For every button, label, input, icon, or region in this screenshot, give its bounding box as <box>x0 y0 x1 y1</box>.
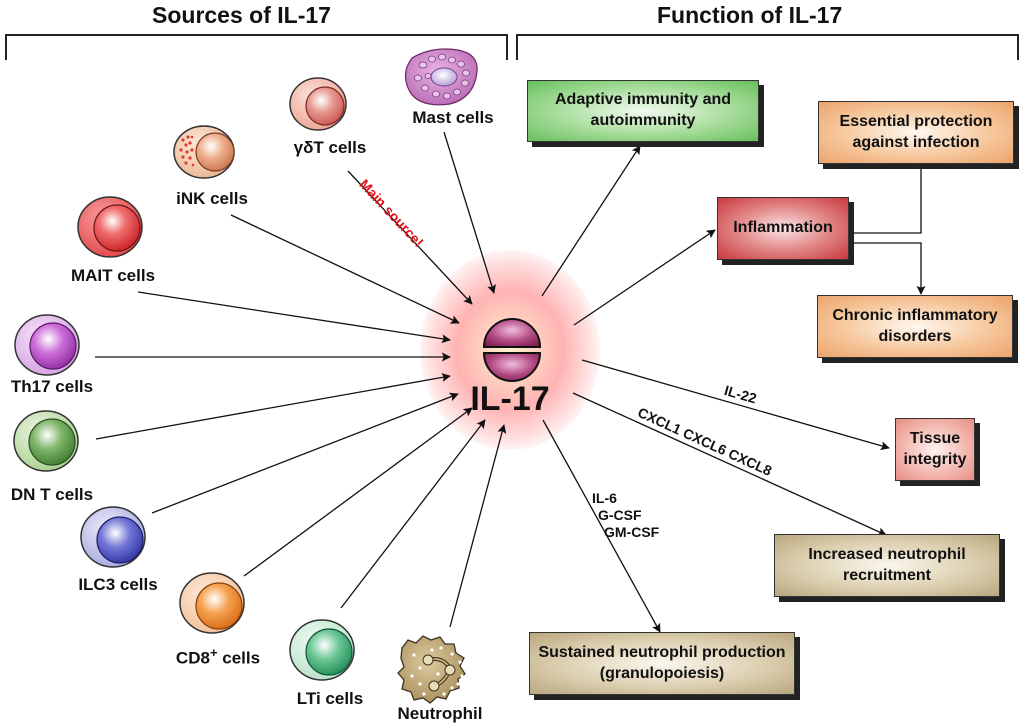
sources-bracket <box>5 34 508 60</box>
arrow-mait <box>137 291 451 344</box>
arrow-ilc3 <box>151 392 459 514</box>
arrow-cd8 <box>243 407 473 577</box>
arrow-ink <box>230 214 460 324</box>
mait-cell-icon <box>77 196 143 258</box>
dn-t-cell-icon <box>13 410 79 472</box>
mait-cells-label: MAIT cells <box>70 266 156 285</box>
arrow-lti <box>340 419 486 609</box>
function-bracket <box>516 34 1019 60</box>
arrow-mast <box>443 131 496 294</box>
il17-molecule-icon <box>482 318 542 382</box>
arrow-inflammation <box>573 229 716 326</box>
function-title: Function of IL-17 <box>657 2 843 28</box>
gdt-cells-label: γδT cells <box>293 138 367 157</box>
lti-cells-label: LTi cells <box>296 689 364 708</box>
arrow-gdt <box>347 170 473 305</box>
arrow-tissue <box>581 359 890 451</box>
dnt-cells-label: DN T cells <box>10 485 94 504</box>
il17-center-label: IL-17 <box>470 380 550 418</box>
box-chronic-disorders: Chronic inflammatory disorders <box>817 295 1013 358</box>
box-neutrophil-recruitment: Increased neutrophil recruitment <box>774 534 1000 597</box>
il6-label: IL-6 <box>592 490 617 506</box>
box-adaptive-immunity: Adaptive immunity and autoimmunity <box>527 80 759 142</box>
cytokine-labels: IL-6 G-CSF GM-CSF <box>592 490 659 541</box>
box-granulopoiesis: Sustained neutrophil production (granulo… <box>529 632 795 695</box>
box-tissue-integrity: Tissue integrity <box>895 418 975 481</box>
cd8-label-sup: + <box>209 645 218 660</box>
sources-title: Sources of IL-17 <box>152 2 331 28</box>
arrow-protection <box>851 159 926 234</box>
source-arrows <box>95 131 507 628</box>
arrow-recruitment <box>572 392 887 536</box>
gmcsf-label: GM-CSF <box>604 524 660 540</box>
ink-cell-icon <box>173 125 235 179</box>
neutrophil-icon <box>397 635 466 704</box>
arrow-granulopoiesis <box>542 419 661 633</box>
th17-cell-icon <box>14 314 80 376</box>
arrow-adaptive <box>541 145 641 297</box>
lti-cell-icon <box>289 619 355 681</box>
ink-cells-label: iNK cells <box>176 189 248 208</box>
gcsf-label: G-CSF <box>598 507 642 523</box>
th17-cells-label: Th17 cells <box>10 377 94 396</box>
arrow-neutrophil <box>449 424 507 628</box>
cd8-cells-label: CD8+ cells <box>176 645 260 669</box>
box-essential-protection: Essential protection against infection <box>818 101 1014 164</box>
box-inflammation: Inflammation <box>717 197 849 260</box>
cd8-label-suffix: cells <box>217 648 261 668</box>
arrow-dnt <box>95 372 451 440</box>
ilc3-cell-icon <box>80 506 146 568</box>
arrow-chronic <box>851 242 926 295</box>
neutrophil-label: Neutrophil <box>397 704 483 723</box>
cd8-label-text: CD8 <box>175 648 210 668</box>
function-arrows <box>541 145 926 633</box>
ilc3-cells-label: ILC3 cells <box>78 575 158 594</box>
il17-glow <box>420 250 600 450</box>
mast-cell-icon <box>404 48 478 106</box>
cd8-cell-icon <box>179 572 245 634</box>
mast-cells-label: Mast cells <box>412 108 494 127</box>
gamma-delta-t-cell-icon <box>289 77 347 131</box>
